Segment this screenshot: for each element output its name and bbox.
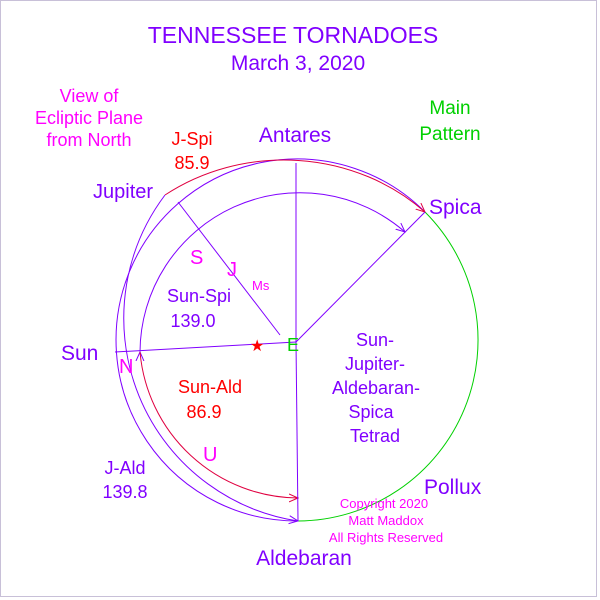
arc-j-spi bbox=[164, 159, 425, 212]
label-antares: Antares bbox=[259, 124, 331, 147]
label-pollux: Pollux bbox=[424, 476, 482, 499]
letter-e: E bbox=[287, 335, 299, 355]
view-label-line1: View of bbox=[60, 86, 120, 106]
copyright-line3: All Rights Reserved bbox=[329, 530, 443, 545]
view-label-line3: from North bbox=[46, 130, 131, 150]
label-sun-spi: Sun-Spi bbox=[167, 286, 231, 306]
zodiac-circle-green-arc bbox=[297, 211, 479, 522]
label-jupiter: Jupiter bbox=[93, 181, 153, 203]
line-jupiter bbox=[177, 201, 281, 336]
copyright-line2: Matt Maddox bbox=[348, 513, 424, 528]
page-date: March 3, 2020 bbox=[231, 52, 365, 75]
label-sun-ald: Sun-Ald bbox=[178, 377, 242, 397]
label-sun: Sun bbox=[61, 342, 98, 365]
value-j-spi: 85.9 bbox=[174, 153, 209, 173]
label-j-spi: J-Spi bbox=[171, 129, 212, 149]
tetrad-line3: Aldebaran- bbox=[332, 378, 420, 398]
arc-sun-ald bbox=[139, 351, 298, 498]
letter-s: S bbox=[190, 247, 203, 269]
value-j-ald: 139.8 bbox=[102, 482, 147, 502]
letter-j: J bbox=[227, 259, 237, 281]
line-sun bbox=[114, 341, 297, 353]
arc-j-ald bbox=[123, 194, 298, 521]
line-spica bbox=[295, 211, 426, 343]
label-j-ald: J-Ald bbox=[104, 458, 145, 478]
value-sun-spi: 139.0 bbox=[170, 311, 215, 331]
value-sun-ald: 86.9 bbox=[186, 402, 221, 422]
copyright-line1: Copyright 2020 bbox=[340, 496, 428, 511]
label-aldebaran: Aldebaran bbox=[256, 547, 352, 570]
tetrad-line2: Jupiter- bbox=[345, 354, 405, 374]
letter-ms: Ms bbox=[252, 278, 270, 293]
star-icon: ★ bbox=[250, 338, 264, 355]
view-label-line2: Ecliptic Plane bbox=[35, 108, 143, 128]
letter-n: N bbox=[119, 356, 133, 378]
page-title: TENNESSEE TORNADOES bbox=[148, 22, 439, 48]
label-spica: Spica bbox=[429, 196, 482, 219]
tetrad-line1: Sun- bbox=[356, 330, 394, 350]
letter-u: U bbox=[203, 444, 217, 466]
tetrad-line4: Spica bbox=[348, 402, 394, 422]
line-aldebaran bbox=[295, 341, 299, 522]
tetrad-line5: Tetrad bbox=[350, 426, 400, 446]
main-pattern-line1: Main bbox=[429, 98, 470, 119]
arc-sun-spi bbox=[140, 192, 405, 352]
main-pattern-line2: Pattern bbox=[419, 124, 480, 145]
